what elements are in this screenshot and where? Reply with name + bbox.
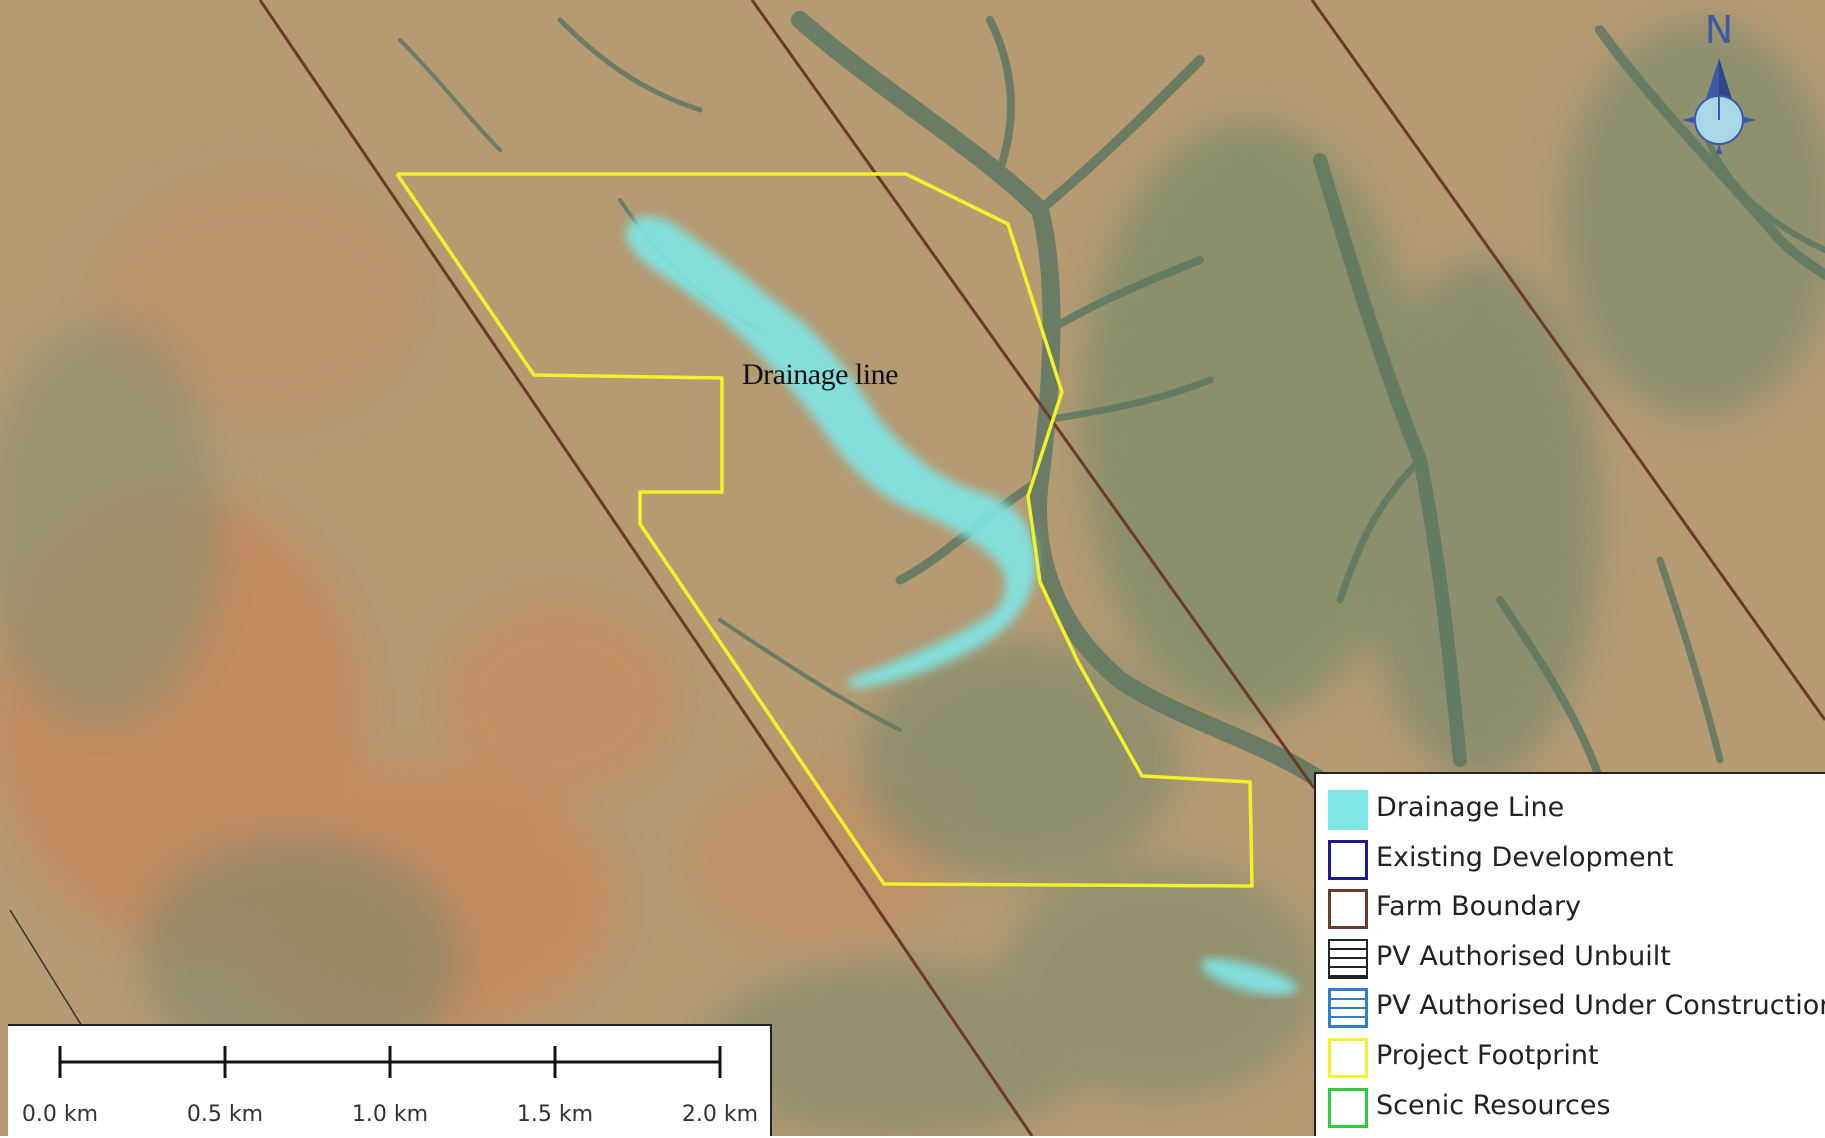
farm-boundary-line [750,0,1316,789]
farm-boundaries [258,0,1825,1136]
legend-item-pv-authorised-under-construction: PV Authorised Under Construction [1316,984,1825,1034]
farm-boundary-line [258,0,1034,1136]
scenic-resources-swatch [1328,1087,1368,1128]
legend-label: Scenic Resources [1376,1089,1611,1121]
legend-item-existing-development: Existing Development [1316,836,1825,886]
scale-tick-label: 1.5 km [516,1102,594,1127]
farm-boundary-line [1310,0,1825,721]
scale-tick-label: 2.0 km [681,1102,759,1127]
drainage-line-swatch [1328,790,1368,830]
scale-bar-graphic [58,1046,722,1078]
legend-label: Project Footprint [1376,1039,1599,1071]
legend-label: Drainage Line [1376,792,1565,823]
drainage-line-label: Drainage line [742,358,898,391]
pv-under-construction-swatch [1328,988,1368,1029]
legend-item-drainage-line: Drainage Line [1316,786,1825,836]
legend-item-project-footprint: Project Footprint [1316,1034,1825,1084]
project-footprint-swatch [1328,1037,1368,1078]
map-legend: Drainage Line Existing Development Farm … [1314,772,1825,1136]
scale-bar: 0.0 km 0.5 km 1.0 km 1.5 km 2.0 km [8,1024,772,1136]
legend-item-farm-boundary: Farm Boundary [1316,885,1825,935]
existing-development-swatch [1328,839,1368,880]
legend-item-pv-authorised-unbuilt: PV Authorised Unbuilt [1316,935,1825,985]
north-letter: N [1704,8,1734,52]
scale-tick-label: 0.0 km [21,1102,99,1127]
project-footprint-boundary[interactable] [395,172,1254,888]
north-arrow-icon [1682,58,1756,154]
legend-label: Existing Development [1376,841,1674,873]
scale-tick-label: 0.5 km [186,1102,264,1127]
farm-boundary-swatch [1328,889,1368,930]
legend-item-scenic-resources: Scenic Resources [1316,1084,1825,1134]
legend-label: PV Authorised Under Construction [1376,990,1825,1022]
pv-unbuilt-swatch [1328,938,1368,979]
scale-tick-label: 1.0 km [351,1102,429,1127]
legend-label: PV Authorised Unbuilt [1376,940,1671,972]
drainage-line-feature[interactable] [625,216,1298,996]
legend-label: Farm Boundary [1376,891,1582,923]
north-arrow: N [1672,8,1766,168]
drainage-channels [398,11,1825,789]
